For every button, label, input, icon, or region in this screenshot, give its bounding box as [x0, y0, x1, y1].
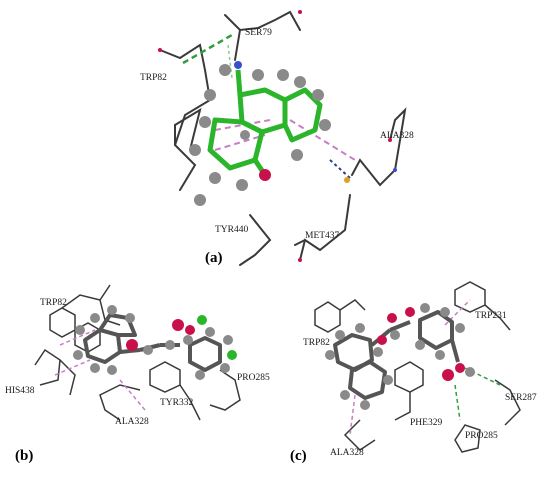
- sulfur-atom: [344, 177, 350, 183]
- oxygen-atom: [185, 325, 195, 335]
- residue-label: MET437: [305, 231, 340, 241]
- atoms-b: [73, 305, 233, 380]
- panel-c: TRP231 TRP82 SER287 PHE329 PRO285 ALA328…: [290, 281, 537, 464]
- panel-a: SER79 TRP82 ALA328 TYR440 MET437 (a): [140, 10, 414, 266]
- oxygen-atom: [405, 307, 415, 317]
- panel-label: (a): [205, 250, 223, 266]
- residue-label: TYR440: [215, 225, 249, 235]
- residue-label: SER287: [505, 393, 537, 403]
- panel-b: TRP82 HIS438 PRO285 TYR332 ALA328 (b): [5, 284, 270, 464]
- pi-line: [119, 379, 146, 411]
- oxygen-tip: [388, 138, 392, 142]
- residue-label: ALA328: [330, 448, 364, 458]
- residue-label: SER79: [245, 28, 272, 38]
- oxygen-atom: [259, 169, 271, 181]
- pi-line: [54, 359, 91, 376]
- panel-a-residues: [159, 10, 407, 266]
- residue-label: ALA328: [115, 417, 149, 427]
- hbond-line: [454, 384, 461, 421]
- residue-label: TRP82: [140, 73, 167, 83]
- oxygen-tip: [158, 48, 162, 52]
- atoms-c: [325, 303, 475, 410]
- nitrogen-tip: [298, 258, 302, 262]
- panel-label: (c): [290, 448, 307, 464]
- ligand-a: [207, 69, 323, 177]
- pi-sulfur-line: [329, 159, 351, 179]
- pi-interactions: [214, 119, 356, 161]
- pi-line: [59, 329, 96, 346]
- residue-label: ALA328: [380, 131, 414, 141]
- residue-label: TRP82: [303, 338, 330, 348]
- oxygen-tip: [298, 10, 302, 14]
- pi-line: [444, 299, 471, 326]
- nitrogen-atom: [234, 61, 242, 69]
- oxygen-atom: [126, 339, 138, 351]
- panel-b-residues: [34, 284, 241, 421]
- oxygen-atom: [387, 313, 397, 323]
- oxygen-atom: [377, 335, 387, 345]
- chlorine-atom: [197, 315, 207, 325]
- hbond-line: [182, 33, 233, 65]
- panel-label: (b): [15, 448, 33, 464]
- oxygen-atom: [442, 369, 454, 381]
- residue-label: HIS438: [5, 386, 35, 396]
- residue-label: TRP82: [40, 298, 67, 308]
- oxygen-atom: [455, 363, 465, 373]
- oxygen-atom: [172, 319, 184, 331]
- chlorine-atom: [227, 350, 237, 360]
- atoms-a: [189, 64, 331, 206]
- residue-label: PHE329: [410, 418, 442, 428]
- residue-label: PRO285: [465, 431, 498, 441]
- residue-label: PRO285: [237, 373, 270, 383]
- residue-label: TYR332: [160, 398, 194, 408]
- panel-c-residues: [314, 281, 521, 453]
- nitrogen-tip: [393, 168, 397, 172]
- residue-label: TRP231: [475, 311, 507, 321]
